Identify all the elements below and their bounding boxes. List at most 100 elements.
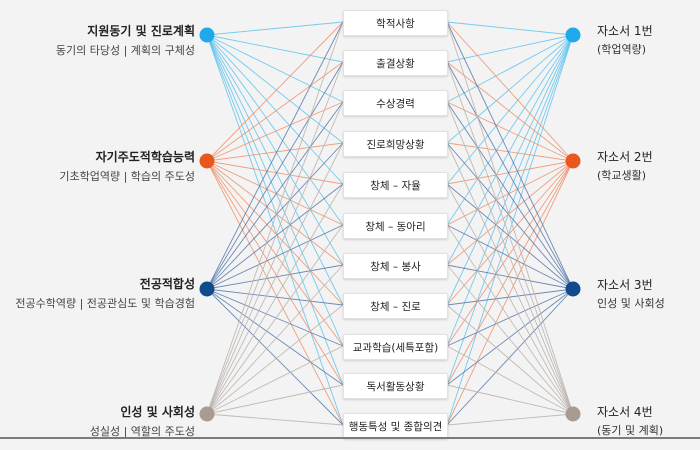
- link-item-11-to-right-2: [446, 160, 574, 426]
- right-node-1-dot: [565, 27, 581, 43]
- right-node-4-subtitle: (동기 및 계획): [597, 424, 664, 437]
- link-left-4-to-item-9: [206, 345, 344, 415]
- center-item-2: 출결상황: [343, 50, 448, 76]
- link-left-1-to-item-10: [206, 34, 344, 386]
- link-item-9-to-right-2: [446, 160, 574, 347]
- link-item-6-to-right-2: [446, 160, 574, 226]
- link-left-2-to-item-10: [206, 160, 344, 386]
- link-item-5-to-right-4: [446, 183, 574, 415]
- link-left-2-to-item-8: [206, 160, 344, 306]
- link-item-9-to-right-4: [446, 345, 574, 415]
- link-item-2-to-right-2: [446, 61, 574, 162]
- link-left-4-to-item-7: [206, 264, 344, 415]
- link-left-2-to-item-4: [206, 142, 344, 162]
- link-item-8-to-right-3: [446, 288, 574, 306]
- link-left-1-to-item-4: [206, 34, 344, 144]
- link-left-1-to-item-8: [206, 34, 344, 306]
- left-node-1-dot: [199, 27, 215, 43]
- link-item-4-to-right-1: [446, 34, 574, 144]
- right-node-1-subtitle: (학업역량): [597, 43, 647, 56]
- link-item-8-to-right-2: [446, 160, 574, 306]
- right-node-4: 자소서 4번 (동기 및 계획): [597, 403, 663, 438]
- link-item-9-to-right-3: [446, 288, 574, 347]
- link-item-5-to-right-1: [446, 34, 574, 185]
- center-item-9: 교과학습(세특포함): [343, 334, 448, 360]
- link-left-2-to-item-2: [206, 61, 344, 162]
- center-item-11: 행동특성 및 종합의견: [343, 413, 448, 439]
- link-left-4-to-item-3: [206, 101, 344, 415]
- link-left-4-to-item-5: [206, 183, 344, 415]
- link-left-2-to-item-5: [206, 160, 344, 185]
- link-item-11-to-right-1: [446, 34, 574, 426]
- link-left-4-to-item-4: [206, 142, 344, 415]
- right-node-3-subtitle: 인성 및 사회성: [597, 297, 665, 310]
- link-left-3-to-item-9: [206, 288, 344, 347]
- link-item-2-to-right-1: [446, 34, 574, 63]
- right-node-1-title: 자소서 1번: [597, 24, 653, 38]
- left-node-4-dot: [199, 406, 215, 422]
- link-left-2-to-item-11: [206, 160, 344, 426]
- right-node-2-subtitle: (학교생활): [597, 169, 647, 182]
- link-item-9-to-right-1: [446, 34, 574, 347]
- link-item-8-to-right-1: [446, 34, 574, 306]
- link-item-1-to-right-4: [446, 21, 574, 415]
- link-left-1-to-item-11: [206, 34, 344, 426]
- right-node-3-dot: [565, 281, 581, 297]
- right-node-2-title: 자소서 2번: [597, 150, 653, 164]
- link-item-5-to-right-2: [446, 160, 574, 185]
- link-item-4-to-right-4: [446, 142, 574, 415]
- link-item-4-to-right-2: [446, 142, 574, 162]
- link-item-6-to-right-4: [446, 224, 574, 415]
- link-left-4-to-item-2: [206, 61, 344, 415]
- link-item-6-to-right-1: [446, 34, 574, 226]
- left-node-3-subtitle: 전공수학역량 | 전공관심도 및 학습경험: [15, 297, 195, 310]
- link-left-2-to-item-6: [206, 160, 344, 226]
- left-node-3: 전공적합성 전공수학역량 | 전공관심도 및 학습경험: [15, 275, 195, 311]
- link-item-10-to-right-4: [446, 384, 574, 415]
- link-item-10-to-right-2: [446, 160, 574, 386]
- center-item-10: 독서활동상황: [343, 373, 448, 399]
- left-node-3-dot: [199, 281, 215, 297]
- left-node-1-subtitle: 동기의 타당성 | 계획의 구체성: [55, 44, 195, 57]
- right-node-4-dot: [565, 406, 581, 422]
- link-left-3-to-item-1: [206, 21, 344, 290]
- link-item-8-to-right-4: [446, 304, 574, 415]
- link-left-4-to-item-1: [206, 21, 344, 415]
- link-left-1-to-item-1: [206, 21, 344, 36]
- right-node-2: 자소서 2번 (학교생활): [597, 148, 653, 183]
- link-left-3-to-item-5: [206, 183, 344, 290]
- link-left-2-to-item-1: [206, 21, 344, 162]
- link-left-4-to-item-8: [206, 304, 344, 415]
- link-item-7-to-right-4: [446, 264, 574, 415]
- left-node-2-dot: [199, 153, 215, 169]
- link-left-4-to-item-10: [206, 384, 344, 415]
- link-item-3-to-right-2: [446, 101, 574, 162]
- right-node-2-dot: [565, 153, 581, 169]
- link-item-10-to-right-1: [446, 34, 574, 386]
- link-item-1-to-right-1: [446, 21, 574, 36]
- center-item-6: 창체 – 동아리: [343, 213, 448, 239]
- right-node-3: 자소서 3번 인성 및 사회성: [597, 276, 665, 311]
- link-item-7-to-right-2: [446, 160, 574, 266]
- link-item-11-to-right-4: [446, 413, 574, 426]
- link-item-7-to-right-1: [446, 34, 574, 266]
- link-left-3-to-item-11: [206, 288, 344, 426]
- link-left-3-to-item-4: [206, 142, 344, 290]
- left-node-4-title: 인성 및 사회성: [120, 405, 195, 419]
- bottom-divider: [0, 437, 700, 439]
- link-item-3-to-right-1: [446, 34, 574, 103]
- left-node-2-subtitle: 기초학업역량 | 학습의 주도성: [59, 170, 195, 183]
- link-left-3-to-item-7: [206, 264, 344, 290]
- link-left-1-to-item-3: [206, 34, 344, 103]
- left-node-1: 지원동기 및 진로계획 동기의 타당성 | 계획의 구체성: [56, 22, 195, 58]
- center-item-8: 창체 – 진로: [343, 293, 448, 319]
- left-node-2: 자기주도적학습능력 기초학업역량 | 학습의 주도성: [59, 148, 195, 184]
- link-left-1-to-item-9: [206, 34, 344, 347]
- link-item-4-to-right-3: [446, 142, 574, 290]
- link-item-1-to-right-2: [446, 21, 574, 162]
- link-left-1-to-item-2: [206, 34, 344, 63]
- link-left-3-to-item-8: [206, 288, 344, 306]
- left-node-2-title: 자기주도적학습능력: [95, 150, 195, 164]
